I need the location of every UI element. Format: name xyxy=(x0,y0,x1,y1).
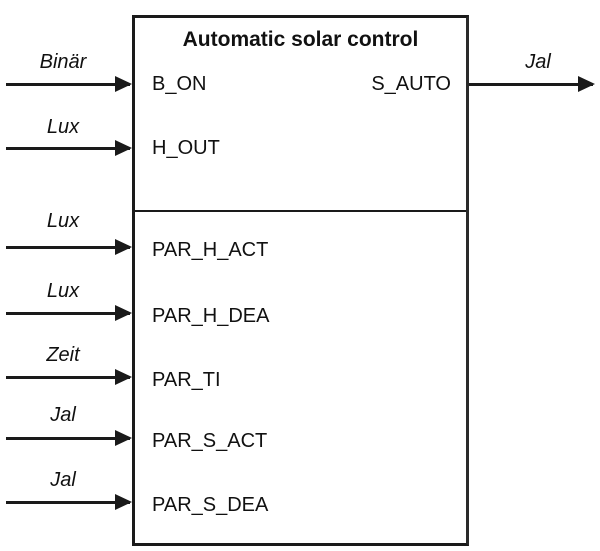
port-s-auto: S_AUTO xyxy=(371,73,451,95)
port-par-h-act: PAR_H_ACT xyxy=(152,239,269,261)
signal-label-jal-out: Jal xyxy=(525,51,551,73)
signal-label-binar: Binär xyxy=(39,51,87,73)
port-par-s-dea: PAR_S_DEA xyxy=(152,494,269,516)
signal-label-lux: Lux xyxy=(46,116,80,138)
section-divider xyxy=(135,210,466,212)
port-par-ti: PAR_TI xyxy=(152,369,221,391)
port-par-h-dea: PAR_H_DEA xyxy=(152,305,270,327)
signal-label-jal: Jal xyxy=(50,404,76,426)
port-h-out: H_OUT xyxy=(152,137,220,159)
signal-label-zeit: Zeit xyxy=(46,344,80,366)
input-arrow-par-s-dea xyxy=(6,494,132,510)
input-arrow-par-s-act xyxy=(6,430,132,446)
signal-label-lux: Lux xyxy=(46,210,80,232)
function-block: Automatic solar control B_ON H_OUT S_AUT… xyxy=(132,15,469,546)
port-par-s-act: PAR_S_ACT xyxy=(152,430,268,452)
block-title: Automatic solar control xyxy=(182,28,419,51)
input-arrow-b-on xyxy=(6,76,132,92)
output-arrow-s-auto xyxy=(469,76,595,92)
input-arrow-par-ti xyxy=(6,369,132,385)
port-b-on: B_ON xyxy=(152,73,207,95)
input-arrow-par-h-dea xyxy=(6,305,132,321)
signal-label-jal: Jal xyxy=(50,469,76,491)
input-arrow-h-out xyxy=(6,140,132,156)
signal-label-lux: Lux xyxy=(46,280,80,302)
input-arrow-par-h-act xyxy=(6,239,132,255)
